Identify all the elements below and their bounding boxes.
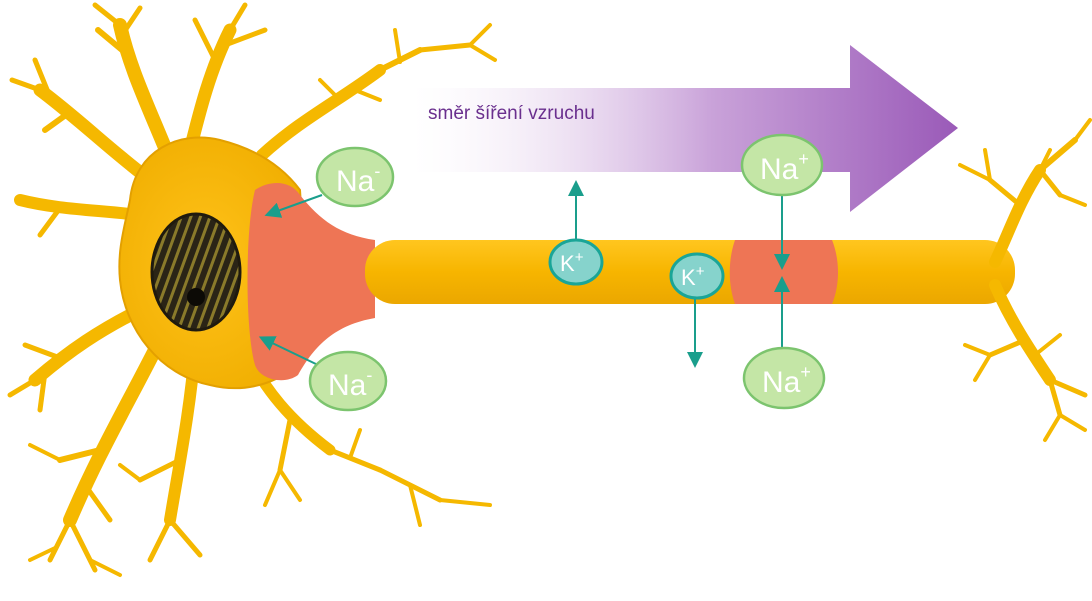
ion-na-plus-top: Na+: [742, 135, 822, 195]
ion-base: K: [560, 251, 575, 276]
axon-hillock: [248, 183, 376, 380]
ion-charge: -: [374, 161, 380, 181]
nucleus: [152, 214, 240, 330]
ion-na-minus-top: Na-: [317, 148, 393, 206]
ion-k-plus-right: K+: [671, 254, 723, 298]
ion-na-minus-bottom: Na-: [310, 352, 386, 410]
ion-charge: +: [696, 263, 705, 280]
ion-base: K: [681, 265, 696, 290]
direction-label: směr šíření vzruchu: [428, 103, 595, 124]
ion-charge: -: [366, 365, 372, 385]
ion-base: Na: [760, 153, 799, 186]
nucleolus: [187, 288, 205, 306]
svg-text:Na-: Na-: [328, 365, 372, 402]
ion-base: Na: [336, 165, 375, 198]
direction-arrow: [412, 45, 958, 212]
ion-charge: +: [798, 149, 809, 169]
ion-charge: +: [800, 362, 811, 382]
ion-na-plus-bottom: Na+: [744, 348, 824, 408]
ion-k-plus-left: K+: [550, 240, 602, 284]
ion-base: Na: [328, 369, 367, 402]
ion-charge: +: [575, 249, 584, 266]
ion-base: Na: [762, 366, 801, 399]
depolarized-segment: [730, 240, 838, 304]
svg-text:Na-: Na-: [336, 161, 380, 198]
